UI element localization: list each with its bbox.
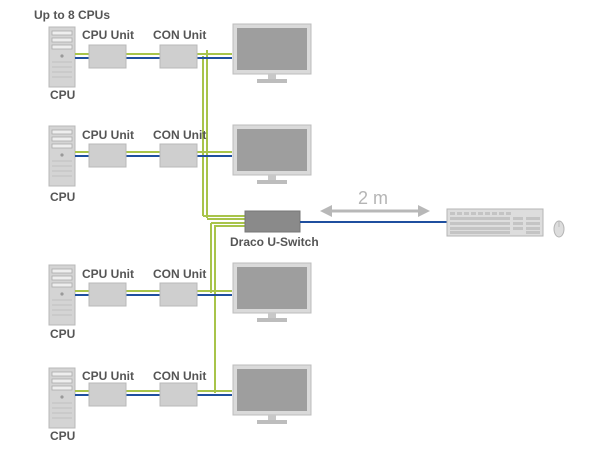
mouse-icon [553,220,565,238]
cpu-unit-box [88,382,127,407]
monitor-icon [232,23,312,84]
cpu-label: CPU [50,429,75,443]
cpu-label: CPU [50,88,75,102]
cpu-label: CPU [50,327,75,341]
cpu-unit-label: CPU Unit [82,369,134,383]
con-unit-label: CON Unit [153,369,206,383]
con-unit-label: CON Unit [153,28,206,42]
distance-arrow [320,205,430,217]
diagram-heading: Up to 8 CPUs [34,8,110,22]
vertical-bus-cables [202,50,216,393]
switch-feed-cables [203,215,246,227]
cpu-label: CPU [50,190,75,204]
cpu-row-1: CPU CPU Unit CON Unit [48,23,312,102]
cpu-unit-box [88,282,127,307]
con-unit-box [159,44,198,69]
cpu-tower-icon [48,26,76,88]
cpu-tower-icon [48,125,76,187]
cpu-unit-label: CPU Unit [82,28,134,42]
cpu-unit-label: CPU Unit [82,267,134,281]
cpu-unit-box [88,143,127,168]
distance-label: 2 m [358,188,388,208]
cpu-row-2: CPU CPU Unit CON Unit [48,124,312,204]
con-unit-label: CON Unit [153,267,206,281]
monitor-icon [232,262,312,323]
con-unit-box [159,282,198,307]
cpu-row-4: CPU CPU Unit CON Unit [48,364,312,443]
draco-u-switch-box [244,210,301,233]
cpu-unit-box [88,44,127,69]
monitor-icon [232,124,312,185]
cpu-row-3: CPU CPU Unit CON Unit [48,262,312,341]
cpu-unit-label: CPU Unit [82,128,134,142]
keyboard-icon [446,208,544,237]
monitor-icon [232,364,312,425]
switch-label: Draco U-Switch [230,235,319,249]
con-unit-box [159,382,198,407]
con-unit-box [159,143,198,168]
cpu-tower-icon [48,367,76,429]
cpu-tower-icon [48,264,76,326]
con-unit-label: CON Unit [153,128,206,142]
